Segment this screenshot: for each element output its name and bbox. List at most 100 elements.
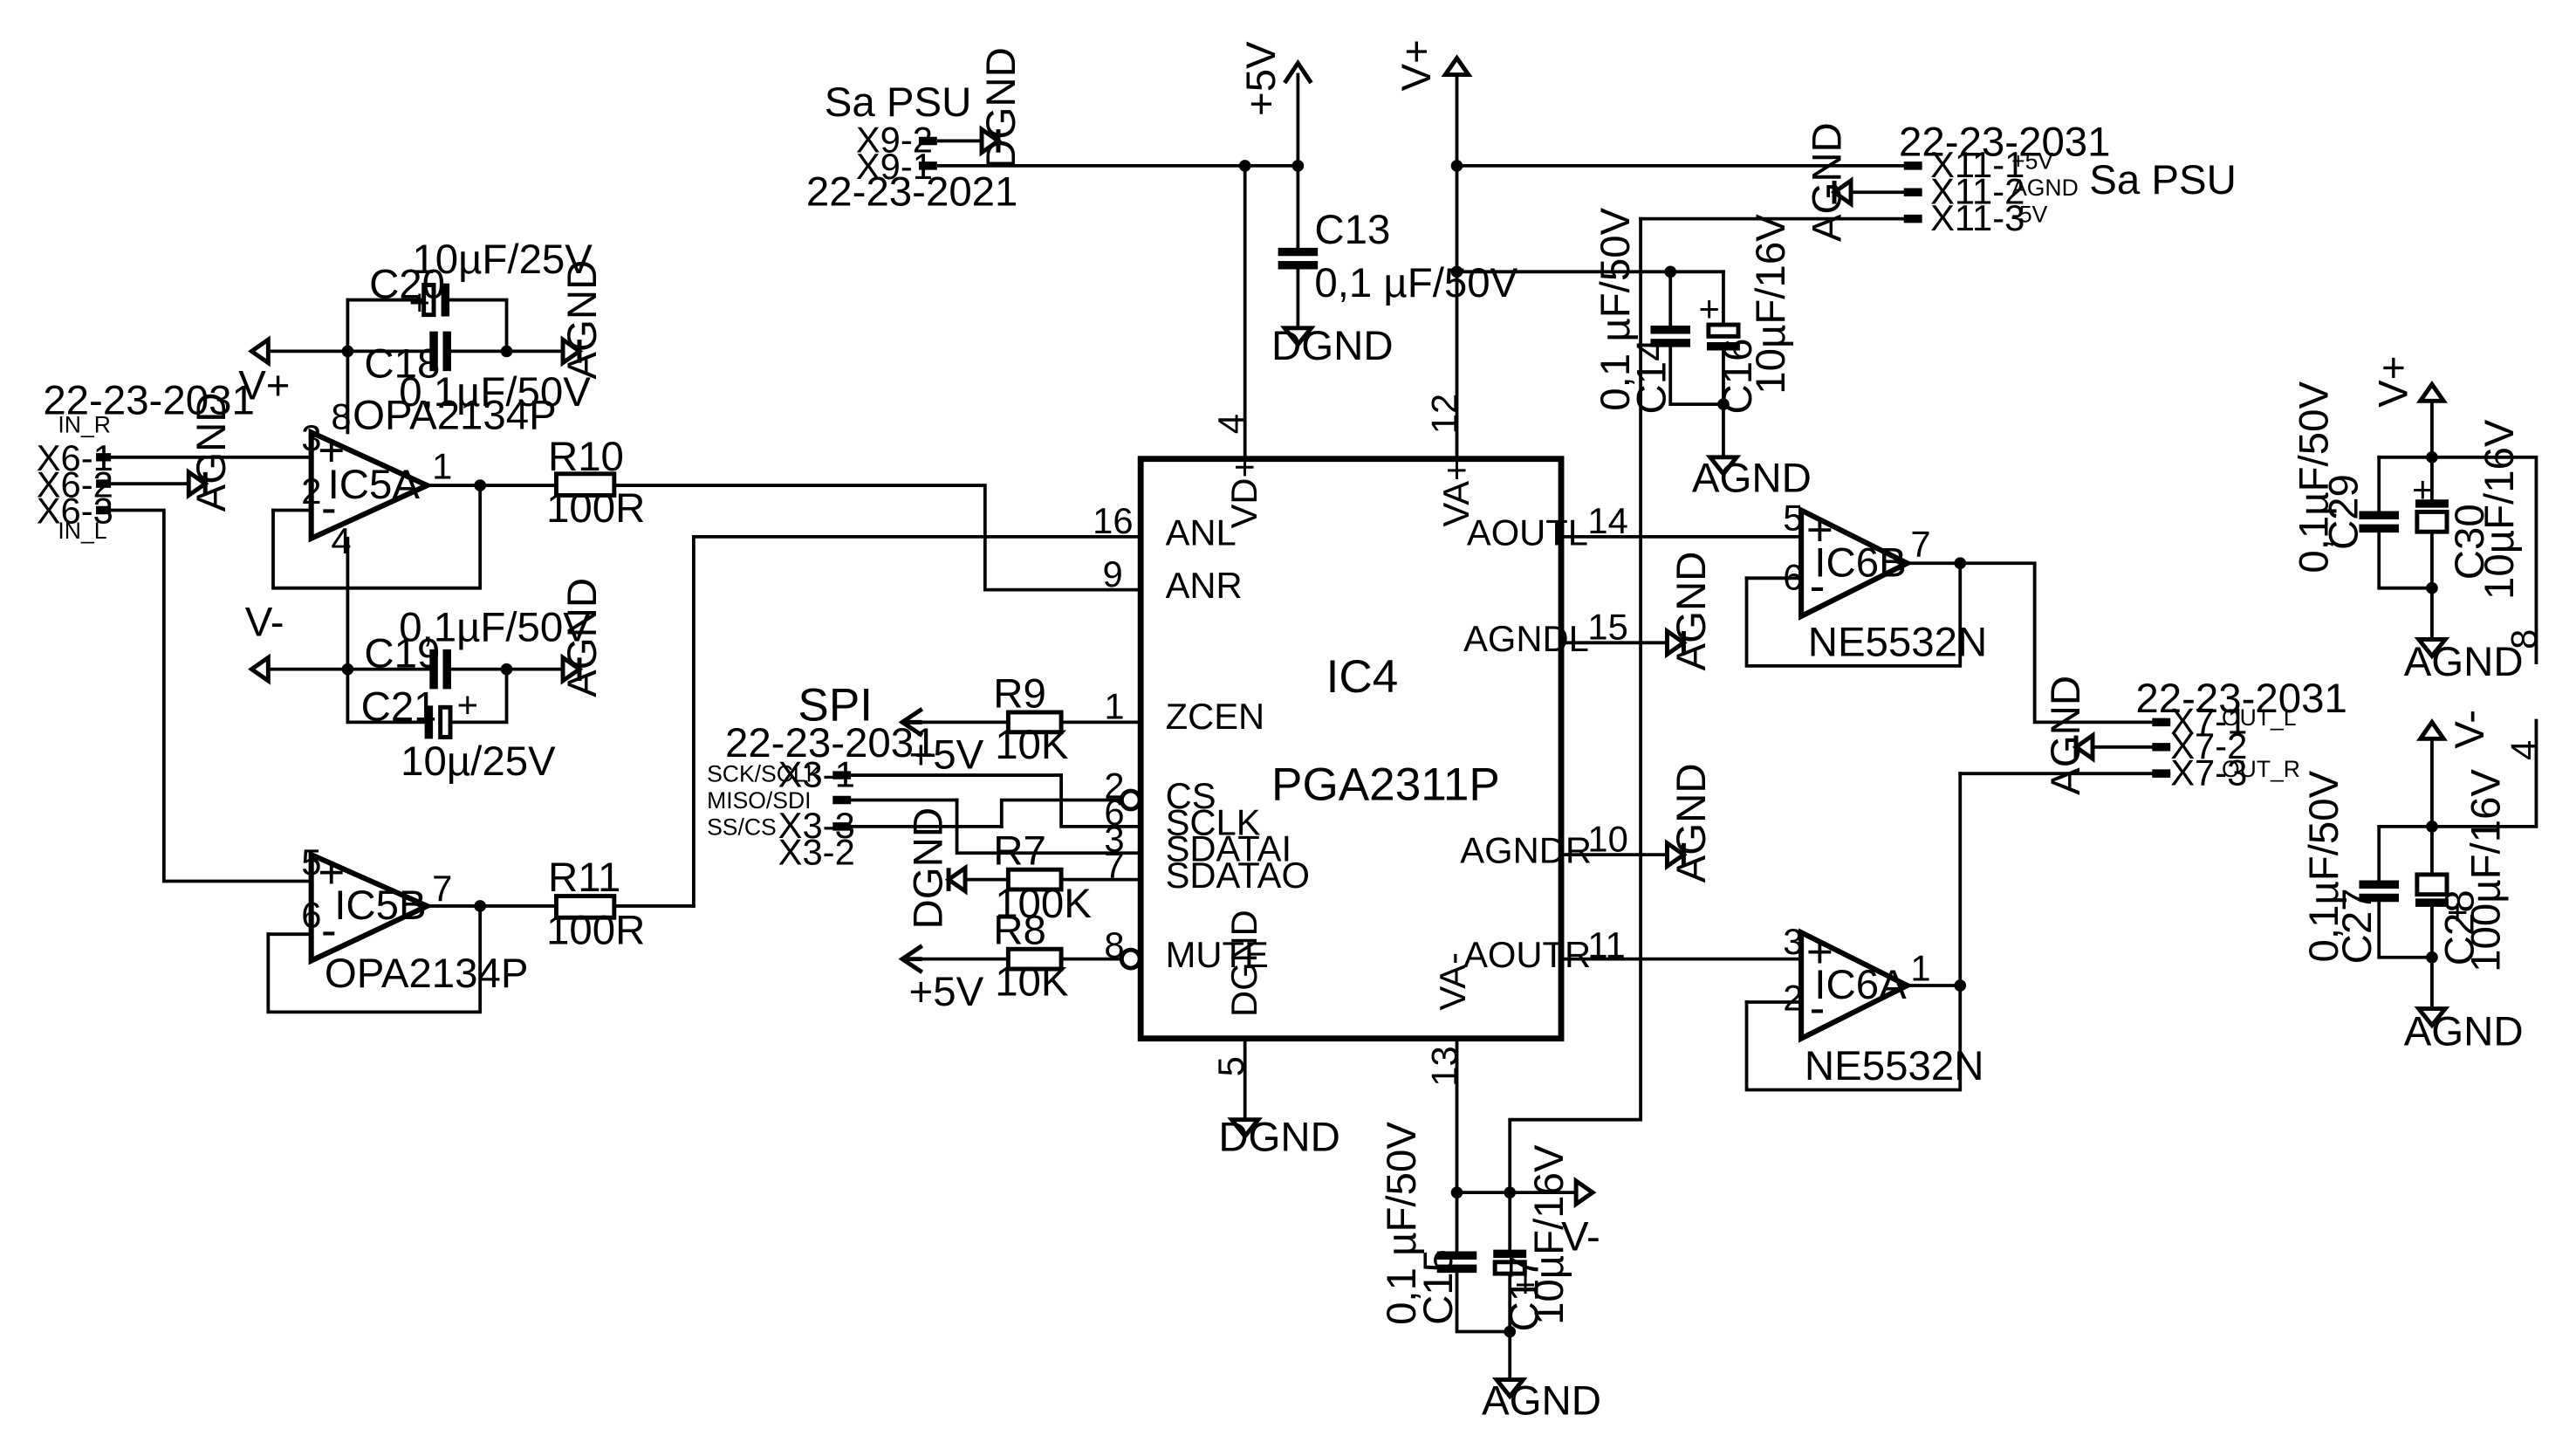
capacitor-c30: + C30 10µF/16V xyxy=(2412,419,2523,600)
svg-text:AGND: AGND xyxy=(188,392,235,512)
ic5a-part: OPA2134P xyxy=(353,393,557,439)
ic5b-part: OPA2134P xyxy=(325,951,529,997)
ic5a-pin-minus: 2 xyxy=(301,470,321,512)
svg-text:C14: C14 xyxy=(1629,339,1675,415)
agnd-x6-icon xyxy=(186,468,209,500)
ic6-pin-vm: 4 xyxy=(2503,740,2544,760)
resistor-r9: R9 10K xyxy=(993,670,1069,768)
svg-text:V+: V+ xyxy=(2370,356,2416,408)
svg-text:AGND: AGND xyxy=(1692,456,1812,502)
ic6-pin-vp: 8 xyxy=(2503,629,2544,649)
svg-text:10K: 10K xyxy=(995,722,1069,768)
ic4-pinnum-5: 5 xyxy=(1210,1056,1251,1076)
svg-text:100R: 100R xyxy=(546,908,645,954)
svg-text:+: + xyxy=(2447,891,2468,932)
ic4-pin-sdatai: SDATAI xyxy=(1166,828,1292,869)
ic4-pin-aoutl: AOUTL xyxy=(1467,512,1588,553)
svg-text:AGND: AGND xyxy=(1668,763,1715,883)
ic4-pga2311p: IC4 PGA2311P ANL ANR ZCEN CS SCLK SDATAI… xyxy=(1093,394,1628,1087)
svg-text:0,1 µF/50V: 0,1 µF/50V xyxy=(1314,260,1518,306)
ic5b-opamp: IC5B + - 5 6 7 OPA2134P xyxy=(301,841,528,997)
ic6b-part: NE5532N xyxy=(1808,619,1988,665)
ic4-pinnum-15: 15 xyxy=(1587,607,1627,648)
p5v-arrow-icon xyxy=(1283,58,1313,85)
svg-text:IN_L: IN_L xyxy=(58,518,106,544)
ic6b-ref: IC6B xyxy=(1814,539,1906,586)
svg-text:+: + xyxy=(457,684,478,725)
capacitor-c27: 0,1µF/50V C27 xyxy=(2301,770,2400,964)
svg-text:DGND: DGND xyxy=(978,47,1024,169)
svg-text:DGND: DGND xyxy=(1218,1115,1340,1161)
svg-text:AGND: AGND xyxy=(2404,1008,2524,1054)
ic4-pin-mute: MUTE xyxy=(1166,934,1269,975)
agnd-c18-icon xyxy=(560,335,584,367)
vplus-ic6-icon xyxy=(2415,381,2448,403)
svg-text:C29: C29 xyxy=(2321,474,2367,550)
agnd-x11-icon xyxy=(1830,176,1853,209)
svg-text:10µF/25V: 10µF/25V xyxy=(412,237,593,283)
vplus-ic5-icon xyxy=(248,335,271,367)
ic4-pinnum-4: 4 xyxy=(1210,414,1251,434)
svg-text:10µF/16V: 10µF/16V xyxy=(2477,419,2523,600)
capacitor-c17: + C17 10µF/16V xyxy=(1492,1144,1572,1332)
agnd-agndl-icon xyxy=(1664,627,1688,659)
svg-text:10µ/25V: 10µ/25V xyxy=(401,738,556,785)
ic4-pin-sclk: SCLK xyxy=(1166,801,1261,842)
svg-text:C18: C18 xyxy=(364,341,440,388)
agnd-x7-icon xyxy=(2072,731,2095,763)
svg-text:R7: R7 xyxy=(993,828,1046,875)
ic6b-pin-minus: 6 xyxy=(1783,557,1803,598)
capacitor-c20: + C20 10µF/25V xyxy=(369,237,593,322)
capacitor-c28: + C28 100µF/16V xyxy=(2415,769,2510,972)
svg-text:0,1 µF/50V: 0,1 µF/50V xyxy=(1379,1122,1425,1325)
svg-text:AGND: AGND xyxy=(1482,1377,1601,1424)
ic6a-plus: + xyxy=(1806,926,1833,978)
svg-text:AGND: AGND xyxy=(559,578,606,697)
svg-text:SS/CS: SS/CS xyxy=(707,814,777,840)
svg-text:DGND: DGND xyxy=(905,807,951,930)
svg-text:MISO/SDI: MISO/SDI xyxy=(707,787,811,814)
ic4-pinnum-6: 6 xyxy=(1104,792,1124,833)
svg-text:C30: C30 xyxy=(2447,504,2493,580)
agnd-c30-icon xyxy=(2414,637,2450,660)
svg-text:V-: V- xyxy=(245,600,284,646)
ic4-pin-zcen: ZCEN xyxy=(1166,696,1265,737)
dgnd-x9-icon xyxy=(979,125,1003,157)
connector-x3: SPI 22-23-2031 SCK/SCLK X3-1 MISO/SDI SS… xyxy=(707,679,936,872)
svg-text:100R: 100R xyxy=(546,485,645,532)
svg-text:AGND: AGND xyxy=(2043,676,2089,795)
svg-text:X9-2: X9-2 xyxy=(856,120,933,161)
capacitor-c13: C13 0,1 µF/50V xyxy=(1278,207,1518,306)
ic6a-pin-minus: 2 xyxy=(1783,977,1803,1018)
ic4-pin-sdatao: SDATAO xyxy=(1166,855,1310,896)
svg-text:+5V: +5V xyxy=(909,731,984,778)
ic4-pinnum-1: 1 xyxy=(1104,686,1124,727)
capacitor-c29: 0,1µF/50V C29 xyxy=(2291,381,2400,573)
svg-text:+5V: +5V xyxy=(2011,148,2053,175)
svg-text:0,1µF/50V: 0,1µF/50V xyxy=(2301,770,2347,962)
resistor-r7: R7 100K xyxy=(993,828,1092,928)
ground-symbols-sideways: DGND AGND AGND AGND DGND AGND AGND AGND … xyxy=(186,47,2095,930)
svg-text:C15: C15 xyxy=(1415,1249,1462,1325)
svg-text:Sa PSU: Sa PSU xyxy=(2089,157,2237,203)
svg-text:X6-3: X6-3 xyxy=(37,491,113,532)
svg-text:OUT_L: OUT_L xyxy=(2222,704,2297,731)
ic5a-plus: + xyxy=(318,424,345,476)
svg-text:C28: C28 xyxy=(2436,889,2483,965)
svg-text:X9-1: X9-1 xyxy=(856,146,933,187)
vplus-top-icon xyxy=(1441,54,1473,78)
svg-text:R9: R9 xyxy=(993,670,1046,717)
ic4-pinnum-3: 3 xyxy=(1104,818,1124,859)
ic5a-opamp: IC5A + - 3 2 1 8 4 OPA2134P xyxy=(301,393,556,561)
ic5b-minus: - xyxy=(321,904,337,956)
ic4-pinnum-13: 13 xyxy=(1424,1046,1465,1086)
svg-text:X11-2: X11-2 xyxy=(1930,171,2024,212)
ic6a-pin-plus: 3 xyxy=(1783,921,1803,962)
ic4-pinnum-10: 10 xyxy=(1587,818,1627,859)
ic6a-minus: - xyxy=(1810,983,1826,1034)
resistor-r8: R8 10K xyxy=(993,908,1069,1006)
svg-text:+5V: +5V xyxy=(1238,41,1285,116)
svg-text:X3-3: X3-3 xyxy=(778,805,855,846)
svg-text:Sa PSU: Sa PSU xyxy=(825,79,972,126)
ic4-pinnum-16: 16 xyxy=(1093,500,1133,541)
